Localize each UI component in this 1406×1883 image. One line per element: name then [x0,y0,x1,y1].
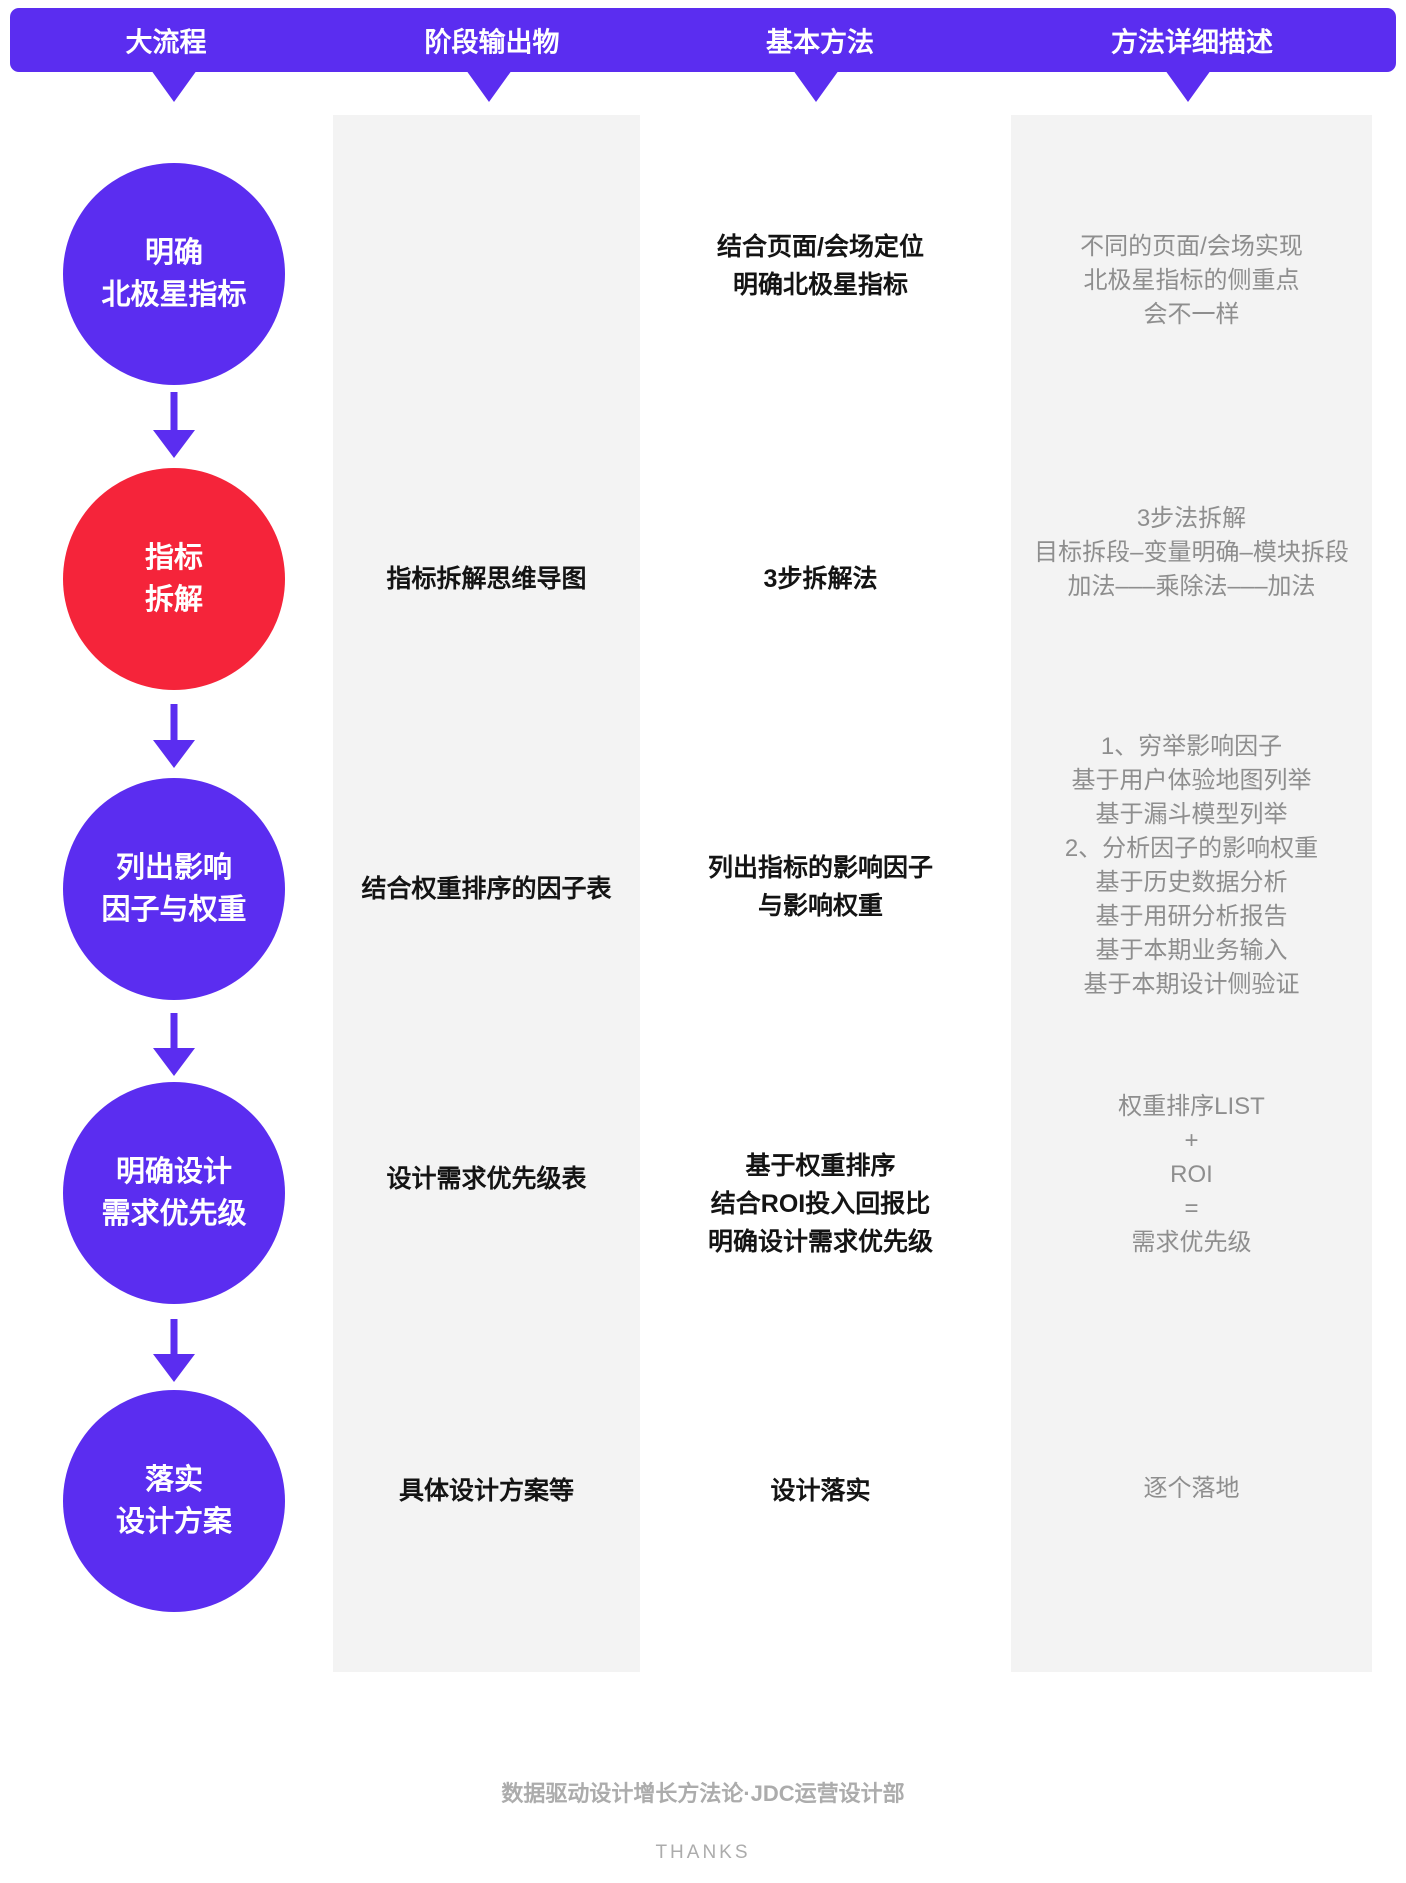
step-circle-north-star: 明确 北极星指标 [63,163,285,385]
detail-priority: 权重排序LIST + ROI = 需求优先级 [1118,1093,1265,1256]
output-factors-weights: 结合权重排序的因子表 [361,875,612,903]
footer-credit: 数据驱动设计增长方法论·JDC运营设计部 [501,1781,905,1806]
footer-thanks: THANKS [655,1842,751,1863]
method-implementation: 设计落实 [770,1477,871,1505]
outputs-column-background [333,115,640,1672]
header-column-stage-outputs: 阶段输出物 [424,27,560,58]
header-pointer-icon [151,70,197,102]
step-circle-metric-breakdown: 指标 拆解 [63,468,285,690]
down-arrow-icon [151,1013,197,1076]
method-north-star: 结合页面/会场定位 明确北极星指标 [717,233,924,299]
header-pointer-icon [793,70,839,102]
output-priority: 设计需求优先级表 [386,1165,587,1193]
header-pointer-icon [466,70,512,102]
header-column-method-details: 方法详细描述 [1111,27,1273,58]
method-factors-weights: 列出指标的影响因子 与影响权重 [707,854,933,920]
header-column-main-flow: 大流程 [125,27,207,58]
output-metric-breakdown: 指标拆解思维导图 [386,565,587,593]
step-circle-priority: 明确设计 需求优先级 [63,1082,285,1304]
method-priority: 基于权重排序 结合ROI投入回报比 明确设计需求优先级 [707,1152,933,1256]
down-arrow-icon [151,392,197,458]
detail-north-star: 不同的页面/会场实现 北极星指标的侧重点 会不一样 [1080,233,1303,328]
details-column-background [1011,115,1372,1672]
detail-implementation: 逐个落地 [1143,1475,1240,1502]
method-metric-breakdown: 3步拆解法 [763,565,878,593]
step-circle-factors-weights: 列出影响 因子与权重 [63,778,285,1000]
step-circle-implementation: 落实 设计方案 [63,1390,285,1612]
detail-metric-breakdown: 3步法拆解 目标拆段–变量明确–模块拆段 加法–––乘除法–––加法 [1034,505,1349,600]
output-implementation: 具体设计方案等 [398,1477,574,1505]
down-arrow-icon [151,1319,197,1382]
header-bar: 大流程 阶段输出物 基本方法 方法详细描述 [10,8,1396,72]
detail-factors-weights: 1、穷举影响因子 基于用户体验地图列举 基于漏斗模型列举 2、分析因子的影响权重… [1064,733,1319,998]
down-arrow-icon [151,704,197,768]
header-column-basic-methods: 基本方法 [766,27,874,58]
header-pointer-icon [1165,70,1211,102]
